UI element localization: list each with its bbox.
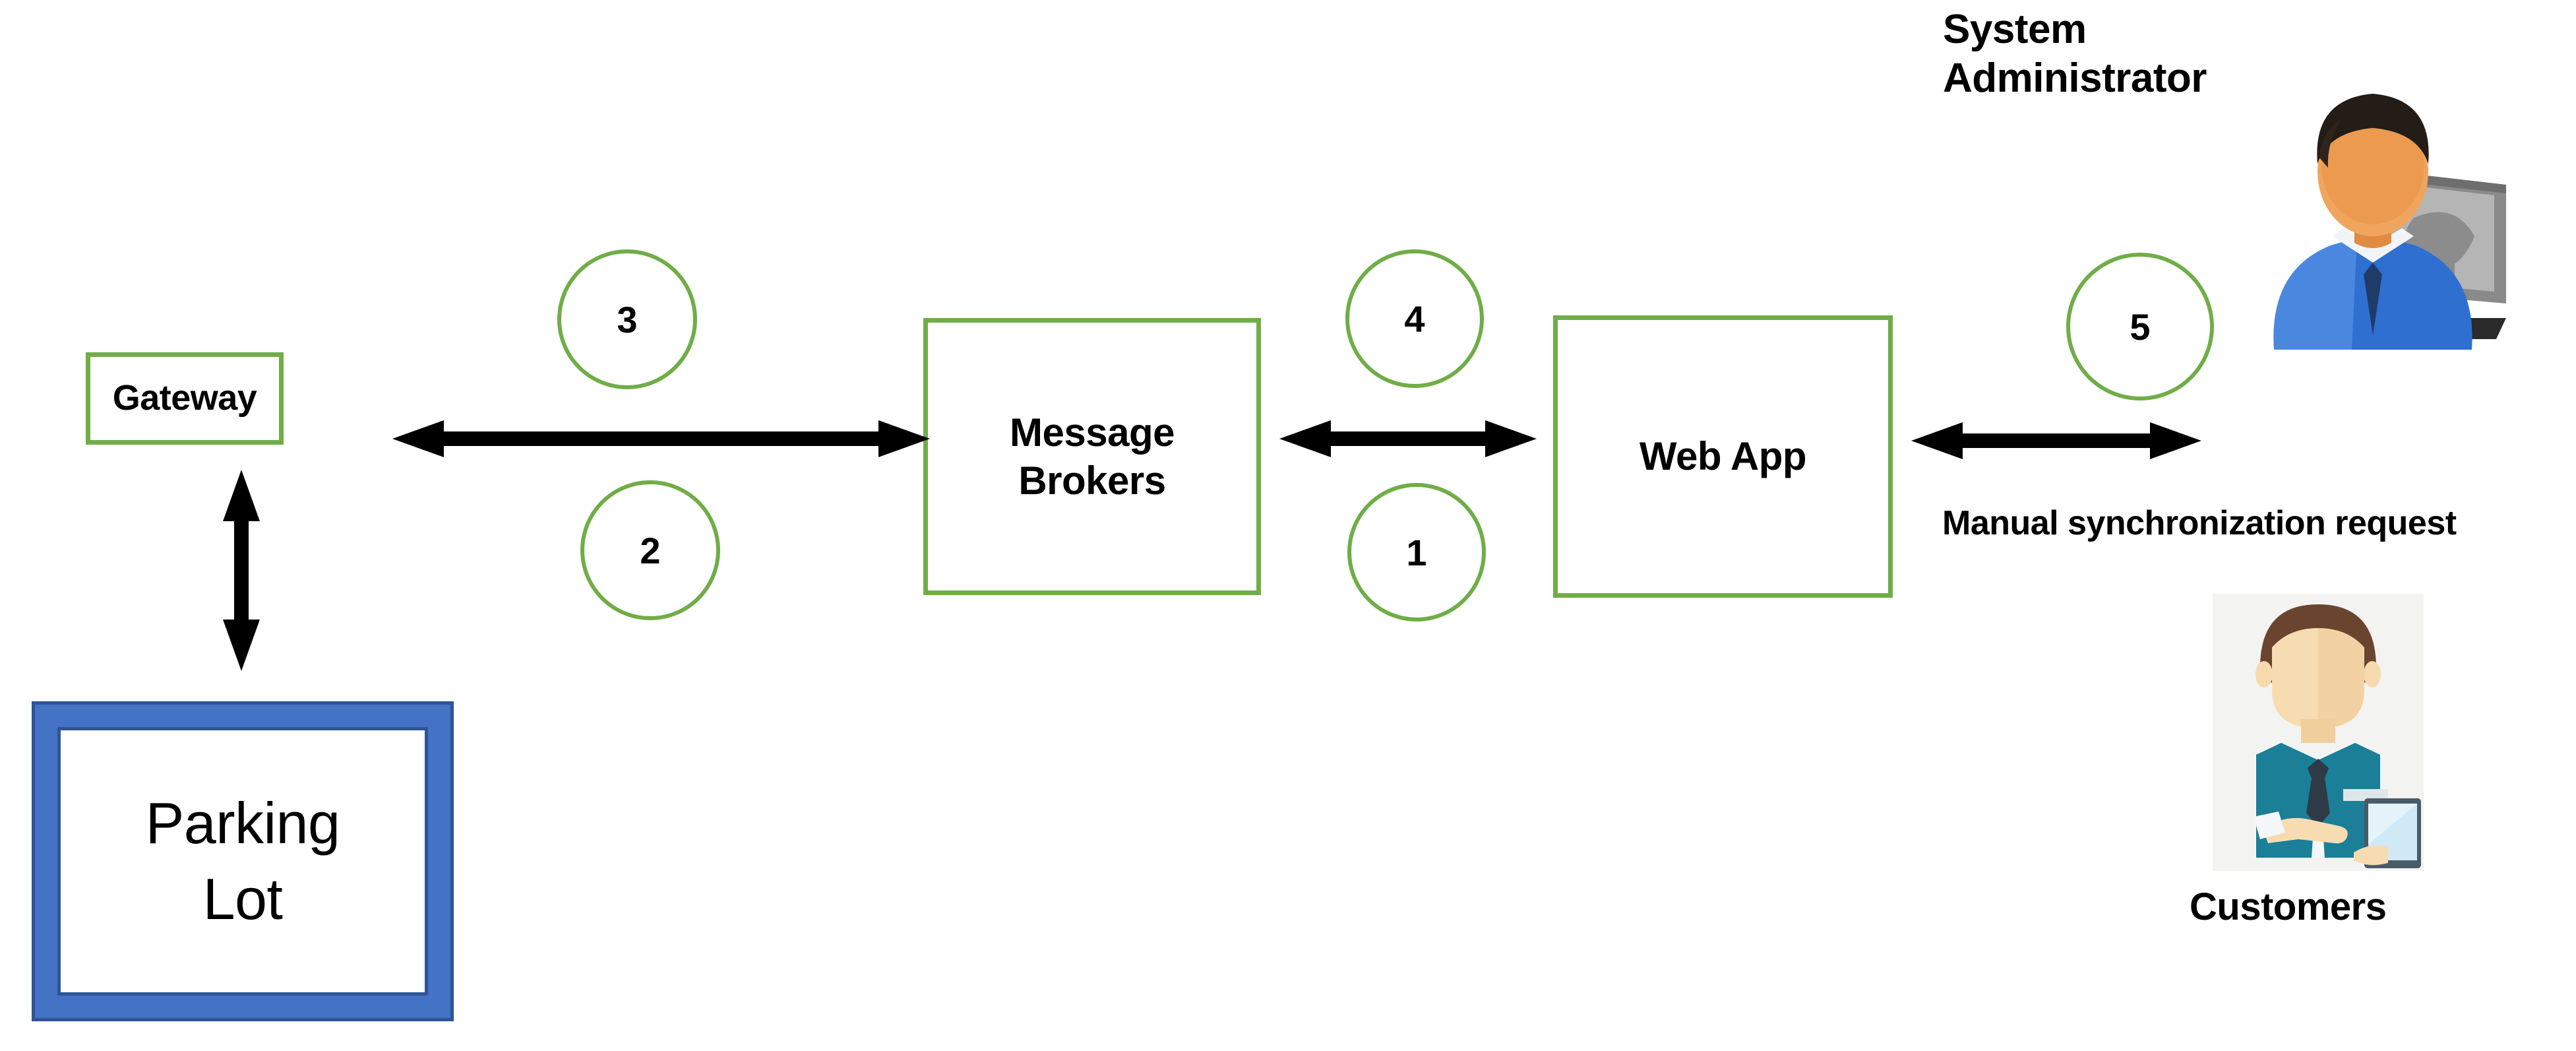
edge-label-manual-synchronization-request: Manual synchronization request	[1942, 504, 2457, 542]
step-circle-2[interactable]: 2	[580, 480, 720, 620]
actor-customers-label: Customers	[2190, 885, 2387, 928]
node-gateway-label: Gateway	[112, 378, 257, 418]
arrow-gateway-to-parking-lot	[223, 470, 260, 671]
step-circle-4[interactable]: 4	[1345, 249, 1484, 388]
arrow-gateway-to-message-brokers	[392, 420, 930, 457]
step-circle-1[interactable]: 1	[1347, 483, 1486, 621]
arrow-web-app-to-system-administrator	[1911, 422, 2201, 459]
step-circle-5-number: 5	[2130, 305, 2151, 348]
node-web-app[interactable]: Web App	[1553, 315, 1893, 598]
node-message-brokers[interactable]: Message Brokers	[923, 318, 1261, 595]
node-parking-lot[interactable]: Parking Lot	[32, 701, 454, 1021]
step-circle-2-number: 2	[640, 529, 661, 571]
step-circle-4-number: 4	[1404, 298, 1425, 340]
node-gateway[interactable]: Gateway	[86, 352, 284, 445]
step-circle-5[interactable]: 5	[2066, 253, 2214, 400]
step-circle-1-number: 1	[1406, 531, 1427, 573]
arrow-message-brokers-to-web-app	[1279, 420, 1537, 457]
node-parking-lot-label: Parking Lot	[145, 790, 340, 932]
system-administrator-icon	[2196, 86, 2506, 350]
step-circle-3-number: 3	[617, 298, 638, 340]
node-web-app-label: Web App	[1639, 434, 1807, 479]
step-circle-3[interactable]: 3	[557, 249, 697, 389]
node-parking-lot-inner: Parking Lot	[57, 727, 428, 996]
node-message-brokers-label: Message Brokers	[1010, 410, 1175, 503]
customers-icon	[2213, 594, 2424, 871]
actor-system-administrator-label: System Administrator	[1943, 7, 2207, 102]
